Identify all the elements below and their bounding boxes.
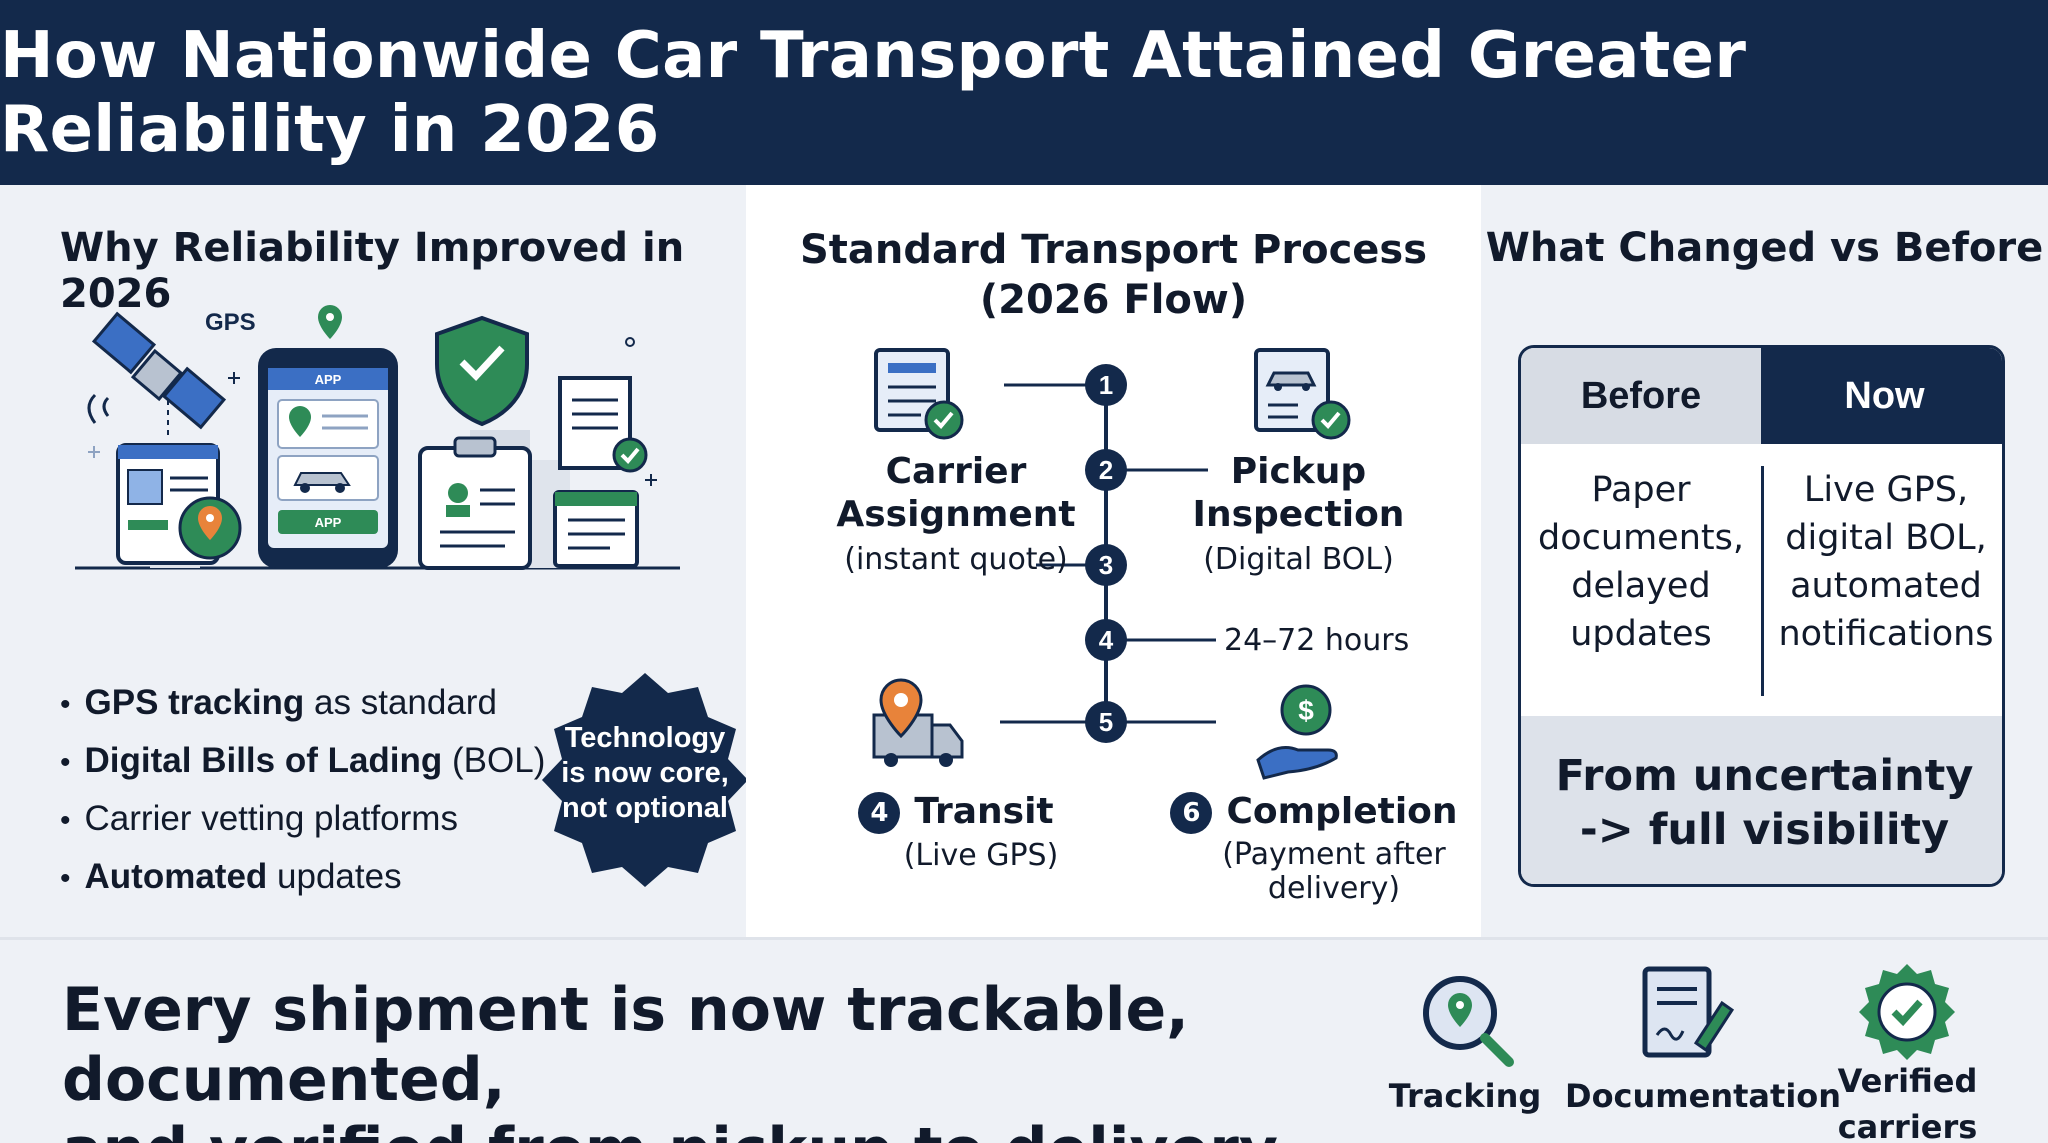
documentation-label: Documentation (1565, 1077, 1842, 1115)
magnifier-location-icon (1423, 976, 1514, 1067)
step-number: 4 (858, 792, 901, 834)
transit-truck-icon (872, 678, 964, 767)
comparison-title: What Changed vs Before (1485, 225, 2044, 271)
satellite-icon (87, 311, 227, 440)
now-header: Now (1761, 348, 2002, 444)
svg-text:$: $ (1298, 695, 1314, 726)
step-title: Carrier (885, 451, 1027, 492)
footer-banner: Every shipment is now trackable, documen… (0, 937, 2048, 1143)
process-title: Standard Transport Process (2026 Flow) (746, 225, 1481, 325)
location-pin-icon (318, 305, 342, 339)
timeline-number: 4 (1085, 619, 1127, 661)
duration-label: 24–72 hours (1224, 623, 1410, 658)
carrier-document-icon (874, 348, 964, 440)
header-banner: How Nationwide Car Transport Attained Gr… (0, 0, 2048, 185)
step-subtitle: (instant quote) (844, 542, 1068, 577)
process-title-line: (2026 Flow) (979, 277, 1248, 323)
reasons-list: GPS tracking as standard Digital Bills o… (60, 675, 546, 907)
step-title: Completion (1226, 791, 1458, 832)
list-item: Digital Bills of Lading (BOL) (60, 733, 546, 791)
timeline-number: 2 (1085, 449, 1127, 491)
before-header: Before (1521, 348, 1761, 444)
list-item: GPS tracking as standard (60, 675, 545, 733)
step-number: 6 (1170, 792, 1213, 834)
browser-window-icon (553, 490, 639, 568)
footer-line: Every shipment is now trackable, documen… (62, 975, 1189, 1115)
summary-line: -> full visibility (1579, 805, 1950, 855)
smartphone-icon: APP APP (258, 348, 398, 568)
step-title: Transit (914, 791, 1054, 832)
technology-badge: Technology is now core, not optional (530, 665, 760, 895)
timeline-number: 5 (1085, 701, 1127, 743)
clipboard-icon (418, 436, 532, 570)
step-subtitle: delivery) (1267, 871, 1401, 906)
payment-hand-icon: $ (1256, 684, 1338, 780)
footer-statement: Every shipment is now trackable, documen… (62, 975, 1382, 1143)
badge-line: is now core, (561, 757, 729, 789)
left-panel: Why Reliability Improved in 2026 GPS (0, 185, 748, 937)
list-item: Carrier vetting platforms (60, 791, 545, 849)
shield-check-icon (435, 315, 529, 427)
technology-illustration: GPS APP (75, 305, 680, 570)
comparison-summary: From uncertainty -> full visibility (1521, 716, 2002, 884)
map-pin-icon (178, 496, 242, 560)
step-title: Inspection (1192, 494, 1405, 535)
process-title-line: Standard Transport Process (799, 227, 1428, 273)
footer-line: and verified from pickup to delivery (62, 1115, 1382, 1143)
list-item: Automated updates (60, 849, 545, 907)
page-title: How Nationwide Car Transport Attained Gr… (0, 18, 1747, 167)
verified-carriers-label: Verified carriers (1837, 1062, 1978, 1143)
gps-label: GPS (205, 309, 256, 336)
phone-app-label: APP (315, 372, 342, 387)
process-timeline: $ (872, 348, 1351, 780)
document-check-icon (558, 376, 648, 473)
badge-line: Technology (564, 722, 726, 754)
step-subtitle: (Digital BOL) (1203, 542, 1394, 577)
before-description: Paper documents, delayed updates (1538, 470, 1744, 654)
document-pen-icon (1642, 966, 1735, 1058)
phone-app-button-label: APP (315, 515, 342, 530)
step-subtitle: (Payment after (1222, 837, 1446, 872)
now-description: Live GPS, digital BOL, automated notific… (1778, 470, 1994, 654)
middle-panel: Standard Transport Process (2026 Flow) (746, 185, 1481, 937)
timeline-number: 1 (1085, 364, 1127, 406)
step-transit: 4 Transit (Live GPS) (806, 790, 1106, 874)
comparison-divider (1761, 466, 1764, 696)
step-title: Assignment (836, 494, 1076, 535)
verified-badge-icon (1859, 964, 1955, 1060)
badge-line: not optional (562, 792, 728, 824)
step-carrier-assignment: Carrier Assignment (instant quote) (806, 450, 1106, 578)
transit-duration: 24–72 hours (1224, 623, 1474, 659)
step-pickup-inspection: Pickup Inspection (Digital BOL) (1166, 450, 1431, 578)
pickup-inspection-icon (1254, 348, 1351, 440)
comparison-card: Before Now Paper documents, delayed upda… (1518, 345, 2005, 887)
step-title: Pickup (1230, 451, 1367, 492)
step-completion: 6 Completion (Payment after delivery) (1164, 790, 1464, 906)
tracking-label: Tracking (1388, 1077, 1542, 1115)
step-subtitle: (Live GPS) (903, 838, 1059, 873)
summary-line: From uncertainty (1555, 751, 1974, 801)
timeline-number: 3 (1085, 544, 1127, 586)
badge-shape (542, 673, 748, 887)
left-panel-title: Why Reliability Improved in 2026 (60, 225, 685, 317)
